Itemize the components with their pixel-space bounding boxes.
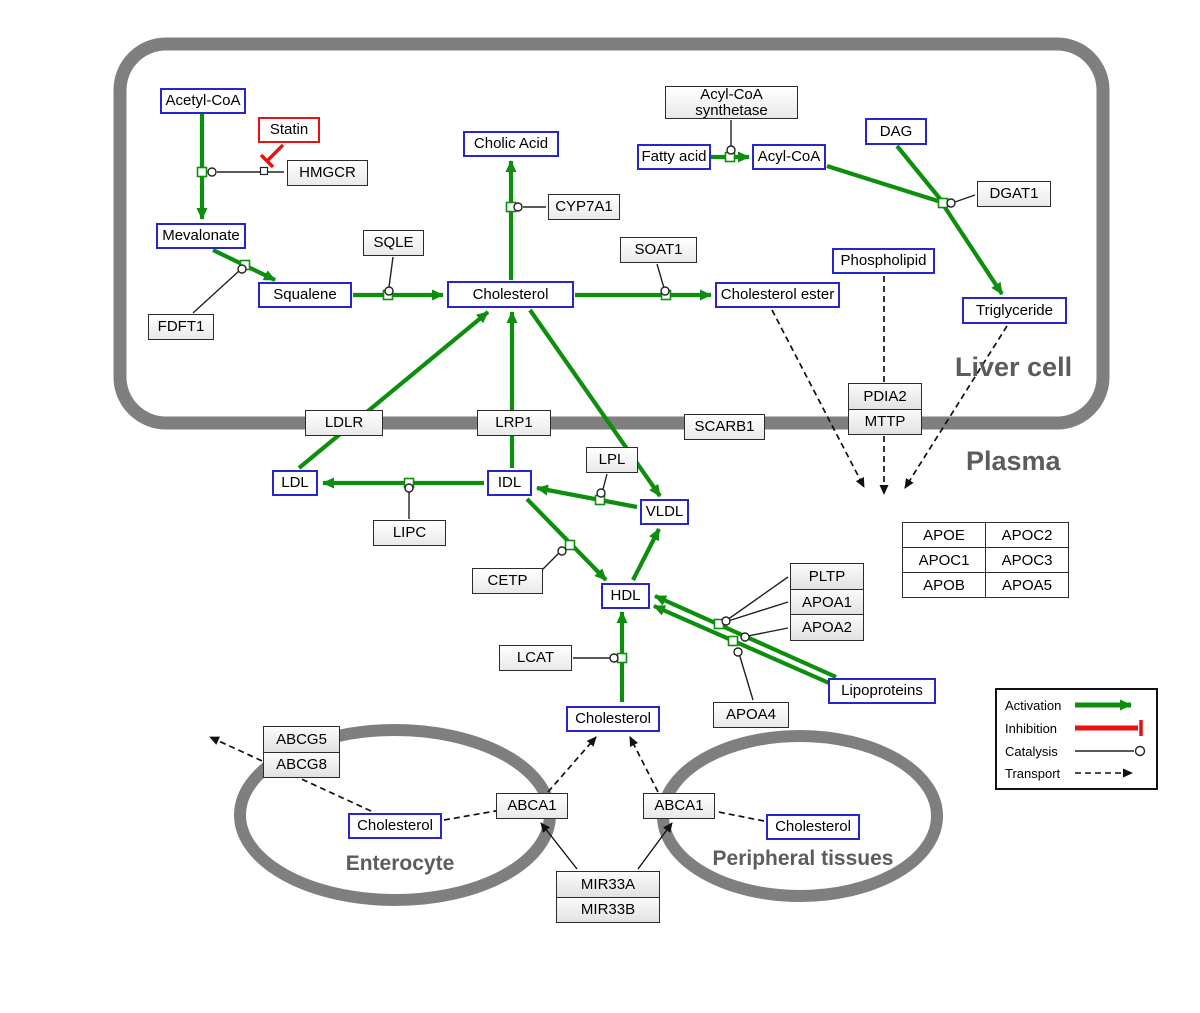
enzyme-cetp[interactable]: CETP [472,568,543,594]
enzyme-hmgcr[interactable]: HMGCR [287,160,368,186]
enzyme-sqle[interactable]: SQLE [363,230,424,256]
node-idl[interactable]: IDL [487,470,532,496]
transporter-scarb1[interactable]: SCARB1 [684,414,765,440]
node-mir33a[interactable]: MIR33A [556,871,660,898]
node-triglyceride[interactable]: Triglyceride [962,297,1067,324]
node-acetyl-coa[interactable]: Acetyl-CoA [160,88,246,114]
inhibition-edge [259,143,285,169]
node-statin[interactable]: Statin [258,117,320,143]
liver-cell-label: Liver cell [955,352,1073,382]
transporter-lrp1[interactable]: LRP1 [477,410,551,436]
plasma-label: Plasma [966,446,1061,476]
peripheral-tissues-label: Peripheral tissues [712,847,894,870]
legend-catalysis-label: Catalysis [1005,744,1058,759]
catalysis-terminals [207,145,956,663]
legend: Activation Inhibition Catalysis Transpor… [995,688,1158,790]
legend-activation-label: Activation [1005,698,1062,713]
legend-symbols [1075,699,1146,778]
legend-transport-label: Transport [1005,766,1061,781]
node-hdl[interactable]: HDL [601,583,650,609]
enzyme-lpl[interactable]: LPL [586,447,638,473]
node-cholesterol-ester[interactable]: Cholesterol ester [715,282,840,308]
node-cholesterol-enterocyte[interactable]: Cholesterol [348,813,442,839]
apo-table-cell[interactable]: APOA5 [985,572,1069,598]
transporter-abca1-right[interactable]: ABCA1 [643,793,715,819]
node-fatty-acid[interactable]: Fatty acid [637,144,711,170]
node-squalene[interactable]: Squalene [258,282,352,308]
enzyme-apoa1[interactable]: APOA1 [790,588,864,616]
transporter-abcg8[interactable]: ABCG8 [263,751,340,778]
enzyme-acyl-coa-synthetase[interactable]: Acyl-CoA synthetase [665,86,798,119]
node-mir33b[interactable]: MIR33B [556,896,660,923]
apo-table-cell[interactable]: APOB [902,572,986,598]
node-dag[interactable]: DAG [865,118,927,145]
mir33-group: MIR33A MIR33B [556,871,660,923]
node-cholic-acid[interactable]: Cholic Acid [463,131,559,157]
enterocyte-label: Enterocyte [345,852,455,875]
node-cholesterol-liver[interactable]: Cholesterol [447,281,574,308]
node-vldl[interactable]: VLDL [640,499,689,525]
enzyme-soat1[interactable]: SOAT1 [620,237,697,263]
enzyme-dgat1[interactable]: DGAT1 [977,181,1051,207]
activation-edges [196,114,1004,702]
transporter-mttp[interactable]: MTTP [848,408,922,435]
transporter-abcg5[interactable]: ABCG5 [263,726,340,753]
transporter-ldlr[interactable]: LDLR [305,410,383,436]
apo-table-cell[interactable]: APOE [902,522,986,548]
apo-table-cell[interactable]: APOC2 [985,522,1069,548]
plain-arrows [540,822,673,870]
transporter-abca1-left[interactable]: ABCA1 [496,793,568,819]
node-acyl-coa[interactable]: Acyl-CoA [752,144,826,170]
enzyme-cyp7a1[interactable]: CYP7A1 [548,194,620,220]
catalysis-edges [192,120,976,701]
apolipoprotein-table: APOE APOC2 APOC1 APOC3 APOB APOA5 [902,522,1069,598]
transporter-abcg5-abcg8: ABCG5 ABCG8 [263,726,340,778]
legend-inhibition-label: Inhibition [1005,721,1058,736]
node-ldl[interactable]: LDL [272,470,318,496]
node-lipoproteins[interactable]: Lipoproteins [828,678,936,704]
enzyme-lipc[interactable]: LIPC [373,520,446,546]
apo-table-cell[interactable]: APOC1 [902,547,986,573]
enzyme-lcat[interactable]: LCAT [499,645,572,671]
enzyme-pltp[interactable]: PLTP [790,563,864,590]
enzyme-apoa4[interactable]: APOA4 [713,702,789,728]
transporter-pdia2-mttp: PDIA2 MTTP [848,383,922,435]
apolipoprotein-group: PLTP APOA1 APOA2 [790,563,864,642]
node-cholesterol-plasma[interactable]: Cholesterol [566,706,660,732]
enzyme-fdft1[interactable]: FDFT1 [148,314,214,340]
node-cholesterol-peripheral[interactable]: Cholesterol [766,814,860,840]
node-phospholipid[interactable]: Phospholipid [832,248,935,274]
node-mevalonate[interactable]: Mevalonate [156,223,246,249]
transporter-pdia2[interactable]: PDIA2 [848,383,922,410]
apo-table-cell[interactable]: APOC3 [985,547,1069,573]
enzyme-apoa2[interactable]: APOA2 [790,614,864,642]
